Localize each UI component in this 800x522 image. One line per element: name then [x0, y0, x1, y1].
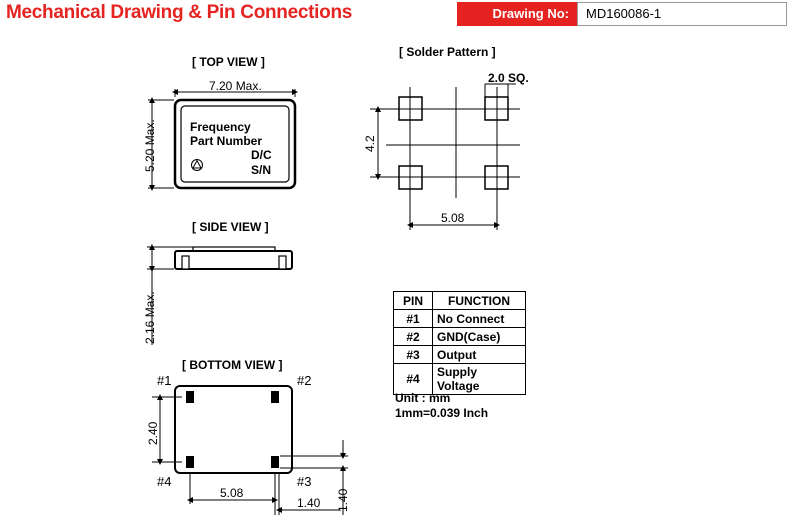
table-header-function: FUNCTION [432, 291, 526, 310]
bottom-pin1-label: #1 [157, 373, 171, 388]
marking-part-number: Part Number [190, 134, 262, 148]
pin-function-table: PIN FUNCTION #1 No Connect #2 GND(Case) … [393, 291, 526, 395]
table-cell-function: GND(Case) [432, 327, 526, 346]
bottom-hpitch-dim: 5.08 [220, 486, 244, 500]
marking-frequency: Frequency [190, 120, 251, 134]
table-cell-function: Output [432, 345, 526, 364]
side-height-dim: 2.16 Max. [143, 291, 157, 344]
units-note: Unit : mm 1mm=0.039 Inch [395, 391, 488, 421]
marking-dc: D/C [251, 148, 272, 162]
marking-sn: S/N [251, 163, 271, 177]
unit-line: Unit : mm [395, 391, 451, 405]
table-row: #4 Supply Voltage [393, 363, 526, 395]
pin1-indicator-icon [191, 159, 203, 171]
table-cell-function: Supply Voltage [432, 363, 526, 395]
drawing-no-label: Drawing No: [457, 2, 577, 26]
table-cell-pin: #3 [393, 345, 433, 364]
table-cell-pin: #2 [393, 327, 433, 346]
bottom-view-heading: [ BOTTOM VIEW ] [182, 358, 282, 372]
table-row: #3 Output [393, 345, 526, 364]
side-view-package: 2.16 Max. [143, 244, 293, 345]
table-header-pin: PIN [393, 291, 433, 310]
conversion-line: 1mm=0.039 Inch [395, 406, 489, 420]
top-width-dim: 7.20 Max. [209, 79, 262, 93]
top-view-heading: [ TOP VIEW ] [192, 55, 265, 69]
solder-hpitch-dim: 5.08 [441, 211, 465, 225]
table-cell-function: No Connect [432, 309, 526, 328]
bottom-vpitch-dim: 2.40 [146, 421, 160, 445]
top-view-package: 7.20 Max. 5.20 Max. Frequency Part Numbe… [143, 79, 298, 191]
table-cell-pin: #1 [393, 309, 433, 328]
table-row: #2 GND(Case) [393, 327, 526, 346]
top-height-dim: 5.20 Max. [143, 119, 157, 172]
table-cell-pin: #4 [393, 363, 433, 395]
bottom-pin2-label: #2 [297, 373, 311, 388]
solder-pattern-drawing: 2.0 SQ. 4.2 5.08 [363, 71, 529, 230]
drawing-no-value: MD160086-1 [577, 2, 787, 26]
table-row: #1 No Connect [393, 309, 526, 328]
bottom-pad-height-dim: 1.40 [336, 488, 350, 512]
table-header-row: PIN FUNCTION [393, 291, 526, 310]
solder-vpitch-dim: 4.2 [363, 135, 377, 152]
bottom-pin3-label: #3 [297, 474, 311, 489]
bottom-view-package: 2.40 5.08 1.40 1.40 [146, 385, 350, 515]
solder-pattern-heading: [ Solder Pattern ] [399, 45, 496, 59]
bottom-pin4-label: #4 [157, 474, 171, 489]
solder-pad-size-dim: 2.0 SQ. [488, 71, 529, 85]
bottom-pad-width-dim: 1.40 [297, 496, 321, 510]
side-view-heading: [ SIDE VIEW ] [192, 220, 269, 234]
page-title: Mechanical Drawing & Pin Connections [6, 2, 353, 23]
